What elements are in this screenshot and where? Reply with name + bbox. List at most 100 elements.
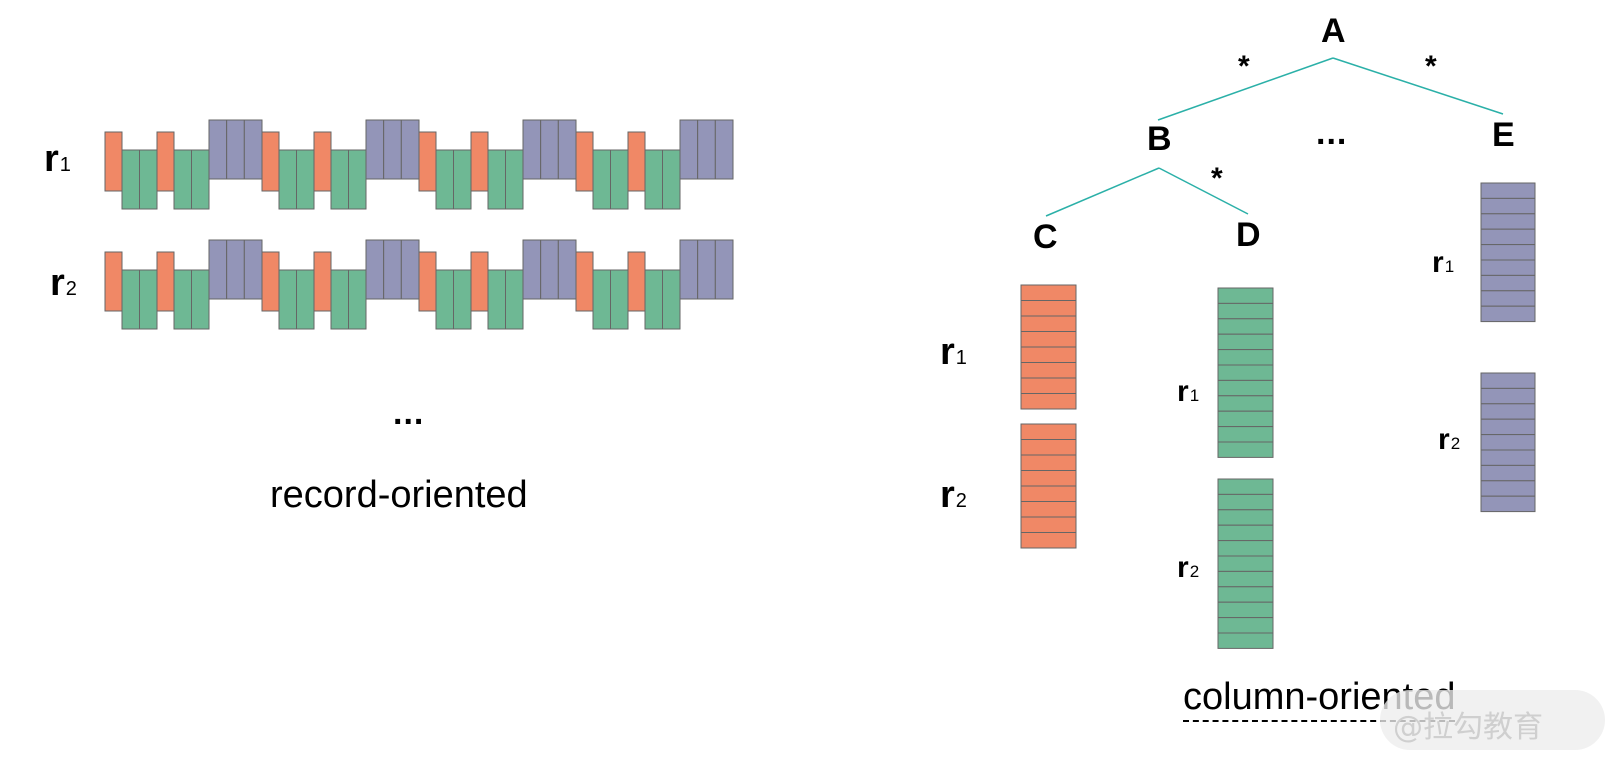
record-strip-r2-field-e-cell — [243, 239, 263, 300]
record-strip-r2-field-d — [487, 269, 524, 330]
column-e-r2-row — [1480, 403, 1536, 420]
record-strip-r2-field-e — [208, 239, 263, 300]
record-strip-r1-field-d-cell — [592, 149, 611, 210]
record-strip-r2-field-c-cell — [470, 251, 489, 312]
column-d-r2-row — [1217, 555, 1274, 572]
record-strip-r1-field-d — [435, 149, 472, 210]
column-e-r2 — [1480, 372, 1536, 513]
record-strip-r1-field-d — [278, 149, 315, 210]
record-strip-r1-field-c-cell — [104, 131, 123, 192]
tree-node-d: D — [1236, 216, 1261, 254]
repeat-star-ab: * — [1238, 50, 1250, 83]
column-c-r1-row — [1020, 331, 1077, 348]
record-strip-r1-field-e-cell — [400, 119, 420, 180]
record-strip-r1-field-c-cell — [575, 131, 594, 192]
col-d-r1-label: r1 — [1177, 375, 1200, 408]
column-d-r2-row — [1217, 524, 1274, 542]
edge-b-c — [1045, 167, 1160, 217]
column-e-r1-row — [1480, 274, 1536, 292]
record-strip-r1-field-d-cell — [644, 149, 663, 210]
record-strip-r2-field-e-cell — [522, 239, 542, 300]
column-d-r1-row — [1217, 287, 1274, 304]
record-strip-r1-field-d-cell — [278, 149, 297, 210]
record-strip-r1-field-e-cell — [540, 119, 559, 180]
record-strip-r2-field-d-cell — [662, 269, 681, 330]
record-strip-r1-field-d-cell — [191, 149, 210, 210]
record-strip-r1-field-e-cell — [208, 119, 228, 180]
column-c-r1 — [1020, 284, 1077, 410]
column-d-r1-row — [1217, 349, 1274, 366]
record-strip-r2-field-d-cell — [278, 269, 297, 330]
column-c-r2 — [1020, 423, 1077, 549]
record-strip-r1-field-c — [470, 131, 489, 192]
column-e-r1-row — [1480, 305, 1536, 323]
record-oriented-caption: record-oriented — [270, 474, 528, 516]
repeat-star-ae: * — [1425, 50, 1437, 83]
column-e-r1-row — [1480, 290, 1536, 307]
edge-b-d — [1158, 167, 1249, 215]
column-c-r2-row — [1020, 532, 1077, 549]
record-strip-r1-field-e-cell — [697, 119, 716, 180]
column-d-r1-row — [1217, 441, 1274, 458]
column-d-r1-row — [1217, 302, 1274, 320]
record-strip-r1-field-c — [261, 131, 280, 192]
column-d-r1-row — [1217, 395, 1274, 412]
tree-node-a: A — [1321, 12, 1346, 50]
record-strip-r2-field-e-cell — [679, 239, 699, 300]
col-e-r1-label: r1 — [1432, 246, 1455, 279]
record-strip-r1-field-d-cell — [121, 149, 140, 210]
record-strip-r2-field-c-cell — [104, 251, 123, 312]
record-strip-r2-field-d-cell — [453, 269, 472, 330]
record-strip-r1-field-c — [313, 131, 332, 192]
record-row-2-label: r2 — [50, 262, 77, 304]
column-e-r1-row — [1480, 197, 1536, 215]
record-strip-r2-field-c — [104, 251, 123, 312]
record-strip-r2-field-c-cell — [575, 251, 594, 312]
edge-a-b — [1157, 57, 1334, 121]
record-strip-r1-field-d — [644, 149, 681, 210]
column-c-r1-row — [1020, 300, 1077, 317]
column-c-r1-row — [1020, 393, 1077, 410]
record-strip-r2-field-d — [173, 269, 210, 330]
column-c-r1-row — [1020, 315, 1077, 332]
record-strip-r2-field-c-cell — [261, 251, 280, 312]
column-d-r1-row — [1217, 333, 1274, 351]
record-strip-r1-field-e-cell — [679, 119, 699, 180]
record-strip-r2-field-d-cell — [296, 269, 315, 330]
record-strip-r1-field-c — [418, 131, 437, 192]
record-strip-r1-field-c — [575, 131, 594, 192]
tree-node-c: C — [1033, 218, 1058, 256]
record-strip-r2-field-c-cell — [313, 251, 332, 312]
record-strip-r2-field-e-cell — [540, 239, 559, 300]
column-e-r1-row — [1480, 213, 1536, 230]
record-strip-r2-field-d-cell — [487, 269, 506, 330]
record-strip-r2-field-e — [365, 239, 420, 300]
column-c-r1-row — [1020, 362, 1077, 379]
record-strip-r1-field-c-cell — [418, 131, 437, 192]
column-c-r2-row — [1020, 439, 1077, 456]
column-d-r1-row — [1217, 364, 1274, 381]
record-strip-r1-field-d-cell — [139, 149, 158, 210]
column-d-r2-row — [1217, 601, 1274, 619]
repeat-star-bd: * — [1211, 162, 1223, 195]
column-e-r1-row — [1480, 244, 1536, 261]
record-strip-r1-field-c — [627, 131, 646, 192]
col-c-r1-label: r1 — [940, 331, 967, 373]
column-e-r1-row — [1480, 182, 1536, 199]
column-e-r2-row — [1480, 372, 1536, 389]
column-e-r2-row — [1480, 434, 1536, 451]
column-e-r2-row — [1480, 480, 1536, 497]
tree-ellipsis: ... — [1316, 114, 1348, 152]
record-strip-r2-field-d-cell — [348, 269, 367, 330]
record-strip-r1-field-d-cell — [435, 149, 454, 210]
record-strip-r1-field-c-cell — [627, 131, 646, 192]
column-d-r2-row — [1217, 617, 1274, 634]
record-strip-r1-field-c-cell — [313, 131, 332, 192]
column-c-r1-row — [1020, 377, 1077, 394]
record-strip-r2-field-e-cell — [400, 239, 420, 300]
column-c-r2-row — [1020, 423, 1077, 440]
record-strip-r1-field-e-cell — [557, 119, 577, 180]
record-strip-r2-field-d — [278, 269, 315, 330]
record-strip-r1-field-d — [173, 149, 210, 210]
